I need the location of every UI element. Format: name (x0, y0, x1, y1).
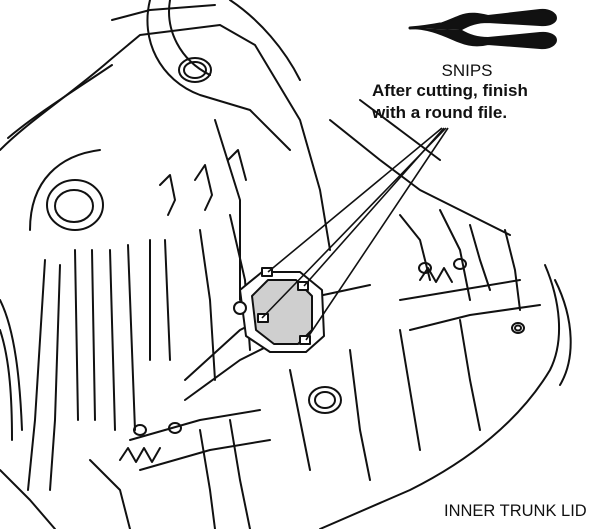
instruction-note: After cutting, finish with a round file. (372, 80, 528, 124)
instruction-line-2: with a round file. (372, 103, 508, 122)
snips-label: SNIPS (441, 61, 493, 80)
instruction-line-1: After cutting, finish (372, 81, 528, 100)
trunk-lid-panel (0, 0, 572, 529)
inner-trunk-lid-label: INNER TRUNK LID (444, 502, 587, 520)
snips-icon (408, 8, 557, 50)
cut-area (233, 267, 325, 353)
leader-lines (261, 127, 449, 341)
